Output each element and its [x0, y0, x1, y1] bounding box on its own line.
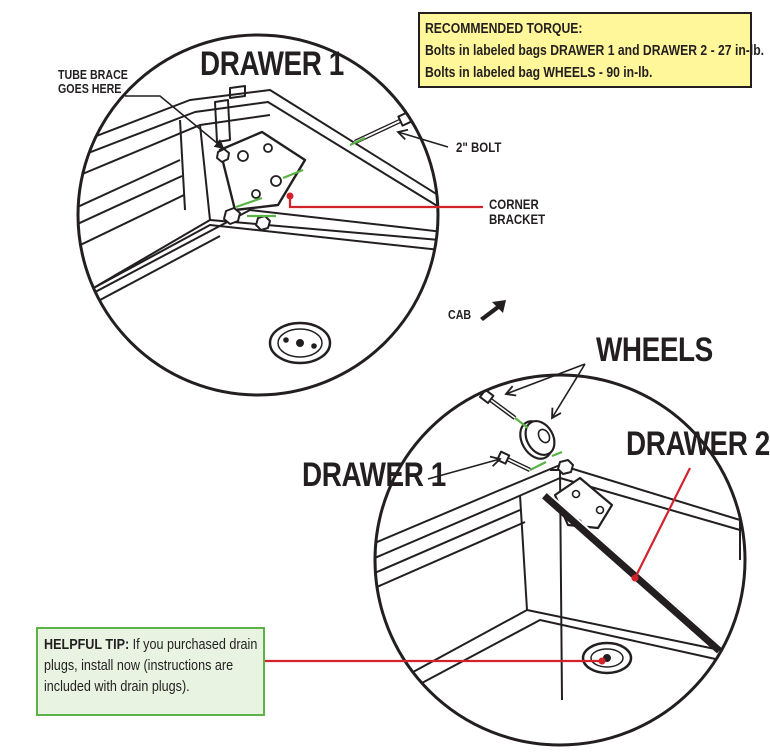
tip-prefix: HELPFUL TIP:: [44, 636, 130, 653]
top-detail-circle: [76, 33, 440, 397]
bottom-drawer1-label: DRAWER 1: [302, 456, 446, 494]
cab-arrow-icon: [480, 300, 506, 321]
corner-bracket-label-line2: BRACKET: [489, 211, 546, 227]
bottom-detail-circle: [373, 373, 747, 747]
torque-line-drawers: Bolts in labeled bags DRAWER 1 and DRAWE…: [425, 43, 765, 59]
wheels-label: WHEELS: [596, 331, 713, 369]
corner-bracket-label-line1: CORNER: [489, 196, 539, 212]
tip-line1-text: If you purchased drain: [129, 636, 258, 653]
torque-info-box: RECOMMENDED TORQUE: Bolts in labeled bag…: [418, 12, 765, 88]
tip-line2: plugs, install now (instructions are: [44, 657, 234, 674]
torque-heading: RECOMMENDED TORQUE:: [425, 21, 583, 37]
tube-brace-label-line1: TUBE BRACE: [58, 67, 128, 82]
top-drawer1-title: DRAWER 1: [200, 45, 344, 83]
tip-line1: HELPFUL TIP: If you purchased drain: [44, 634, 257, 655]
drawer2-label: DRAWER 2: [626, 425, 770, 463]
bottom-callout-lines: [265, 363, 691, 665]
cab-label: CAB: [448, 307, 472, 322]
two-inch-bolt-label: 2" BOLT: [456, 139, 502, 155]
torque-line-wheels: Bolts in labeled bag WHEELS - 90 in-lb.: [425, 65, 653, 81]
tube-brace-label-line2: GOES HERE: [58, 81, 122, 96]
top-callout-lines: [125, 95, 483, 209]
tip-line3: included with drain plugs).: [44, 678, 190, 695]
helpful-tip-box: HELPFUL TIP: If you purchased drain plug…: [36, 627, 265, 716]
